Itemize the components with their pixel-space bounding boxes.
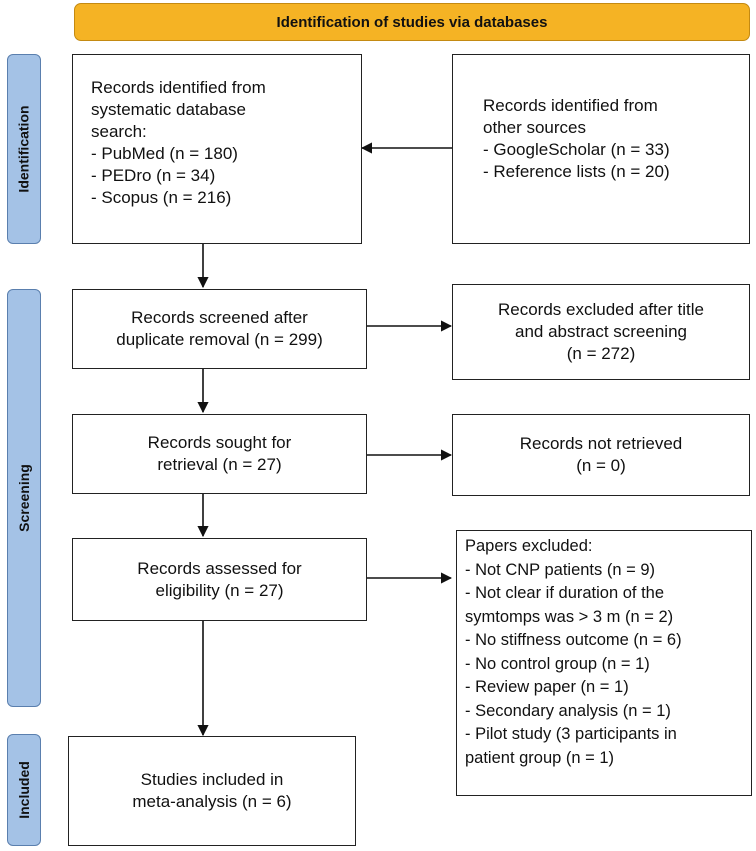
box-other-sources: Records identified from other sources - … [452, 54, 750, 244]
box-database-search-line: Records identified from [91, 78, 266, 97]
box-other-sources-line: - Reference lists (n = 20) [483, 162, 670, 181]
box-papers-excluded-line: - No control group (n = 1) [465, 654, 650, 673]
box-database-search: Records identified from systematic datab… [72, 54, 362, 244]
box-included-studies: Studies included in meta-analysis (n = 6… [68, 736, 356, 846]
box-included-studies-line: meta-analysis (n = 6) [132, 792, 292, 811]
box-screened: Records screened after duplicate removal… [72, 289, 367, 369]
box-database-search-line: - PEDro (n = 34) [91, 166, 216, 185]
box-papers-excluded-line: symtomps was > 3 m (n = 2) [465, 607, 674, 626]
box-assessed-eligibility-line: Records assessed for [137, 558, 302, 578]
box-included-studies-line: Studies included in [140, 770, 284, 789]
box-database-search-line: search: [91, 122, 147, 141]
phase-screening: Screening [7, 289, 41, 707]
box-papers-excluded-line: patient group (n = 1) [465, 748, 615, 767]
box-sought-retrieval-line: Records sought for [147, 433, 292, 452]
box-papers-excluded-line: - Secondary analysis (n = 1) [465, 701, 671, 720]
box-excluded-title-abstract-line: Records excluded after title [498, 300, 704, 319]
banner: Identification of studies via databases [74, 3, 750, 41]
box-screened-line: duplicate removal (n = 299) [116, 330, 323, 349]
phase-included: Included [7, 734, 41, 846]
box-database-search-line: - Scopus (n = 216) [91, 188, 232, 207]
box-other-sources-line: Records identified from [483, 96, 658, 115]
box-database-search-line: systematic database [91, 100, 246, 119]
box-excluded-title-abstract-line: and abstract screening [515, 322, 687, 341]
box-papers-excluded-line: - Not CNP patients (n = 9) [465, 560, 655, 579]
banner-title: Identification of studies via databases [276, 13, 548, 31]
box-assessed-eligibility: Records assessed for eligibility (n = 27… [72, 538, 367, 621]
box-sought-retrieval: Records sought for retrieval (n = 27) [72, 414, 367, 494]
box-screened-line: Records screened after [131, 308, 308, 327]
box-papers-excluded-line: Papers excluded: [465, 537, 593, 555]
box-other-sources-line: other sources [483, 118, 586, 137]
box-sought-retrieval-line: retrieval (n = 27) [157, 455, 282, 474]
box-excluded-title-abstract: Records excluded after title and abstrac… [452, 284, 750, 380]
box-database-search-line: - PubMed (n = 180) [91, 144, 238, 163]
box-other-sources-line: - GoogleScholar (n = 33) [483, 140, 670, 159]
box-papers-excluded-line: - Not clear if duration of the [465, 584, 665, 602]
box-not-retrieved-line: (n = 0) [576, 456, 626, 475]
box-papers-excluded-line: - No stiffness outcome (n = 6) [465, 631, 682, 649]
box-excluded-title-abstract-line: (n = 272) [566, 344, 636, 363]
phase-identification: Identification [7, 54, 41, 244]
box-not-retrieved-line: Records not retrieved [519, 434, 683, 453]
box-papers-excluded-line: - Review paper (n = 1) [465, 678, 629, 696]
box-not-retrieved: Records not retrieved (n = 0) [452, 414, 750, 496]
box-papers-excluded-line: - Pilot study (3 participants in [465, 725, 677, 743]
box-assessed-eligibility-line: eligibility (n = 27) [155, 580, 284, 600]
box-papers-excluded: Papers excluded: - Not CNP patients (n =… [456, 530, 752, 796]
